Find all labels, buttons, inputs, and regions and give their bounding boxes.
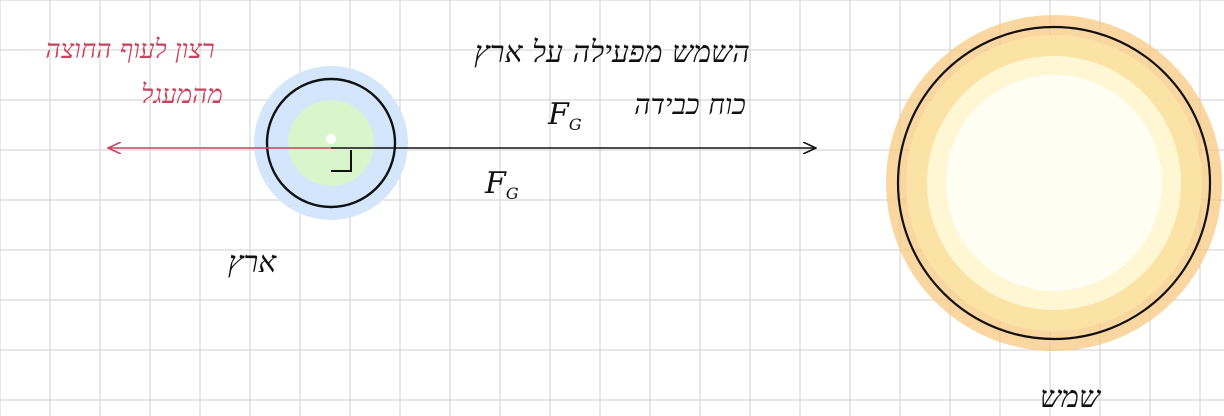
sun-acts-on-earth-label: השמש מפעילה על ארץ: [474, 35, 750, 70]
force-symbol-arrow: FG: [484, 166, 519, 203]
right-angle-mark: [331, 150, 352, 172]
sun-circle: [896, 25, 1212, 341]
earth-center-dot: [326, 134, 336, 144]
out-of-circle-label: מהמעגל: [141, 80, 223, 110]
earth-circle: [265, 77, 397, 209]
earth-label: ארץ: [228, 245, 277, 280]
gravity-force-label: כוח כבידה: [634, 88, 746, 121]
sun-core: [946, 75, 1162, 291]
force-symbol-top: FG: [547, 97, 582, 134]
escape-desire-label: רצון לעוף החוצה: [45, 35, 214, 65]
sun-label: שמש: [1040, 380, 1102, 415]
